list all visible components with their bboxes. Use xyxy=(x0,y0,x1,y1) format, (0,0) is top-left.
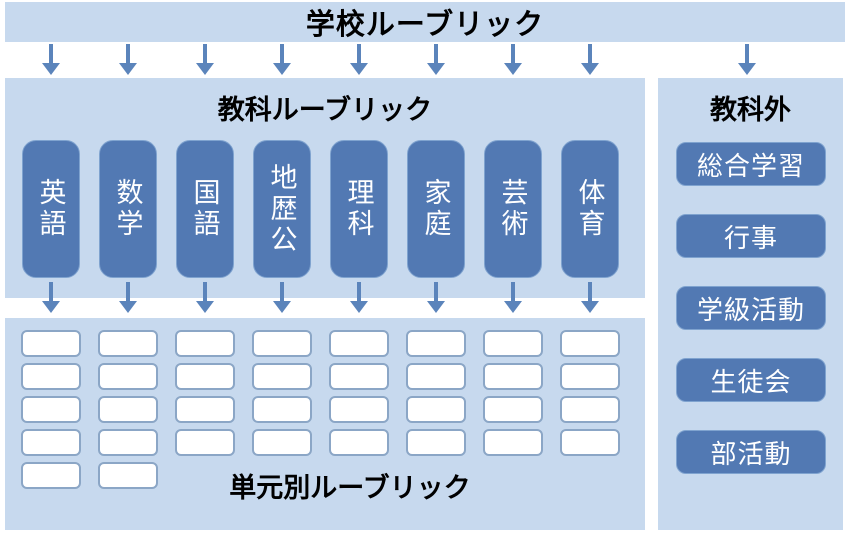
subject-box-home-ec: 家庭 xyxy=(407,140,465,278)
down-arrow xyxy=(273,44,291,75)
unit-box xyxy=(175,429,235,456)
unit-box xyxy=(252,363,312,390)
unit-box xyxy=(560,396,620,423)
unit-box xyxy=(560,429,620,456)
extra-box-integrated-learning: 総合学習 xyxy=(676,142,826,186)
unit-box xyxy=(406,396,466,423)
down-arrow xyxy=(350,44,368,75)
down-arrow xyxy=(581,282,599,313)
unit-box xyxy=(329,363,389,390)
unit-box xyxy=(483,363,543,390)
down-arrow xyxy=(738,44,756,75)
down-arrow xyxy=(504,44,522,75)
unit-box xyxy=(175,330,235,357)
unit-box xyxy=(483,330,543,357)
unit-box xyxy=(98,429,158,456)
unit-box xyxy=(560,363,620,390)
unit-box xyxy=(175,363,235,390)
unit-box xyxy=(98,396,158,423)
subject-box-science: 理科 xyxy=(330,140,388,278)
down-arrow xyxy=(427,44,445,75)
down-arrow xyxy=(119,44,137,75)
unit-box xyxy=(406,363,466,390)
subject-box-english: 英語 xyxy=(22,140,80,278)
extra-box-events: 行事 xyxy=(676,214,826,258)
school-rubric-title: 学校ルーブリック xyxy=(305,9,545,41)
down-arrow xyxy=(581,44,599,75)
unit-box xyxy=(98,330,158,357)
unit-box xyxy=(21,363,81,390)
unit-box xyxy=(21,396,81,423)
extra-box-class-activities: 学級活動 xyxy=(676,286,826,330)
down-arrow xyxy=(427,282,445,313)
down-arrow xyxy=(119,282,137,313)
unit-box xyxy=(21,429,81,456)
unit-box xyxy=(252,330,312,357)
down-arrow xyxy=(196,282,214,313)
unit-box xyxy=(252,429,312,456)
unit-box xyxy=(483,429,543,456)
unit-box xyxy=(329,330,389,357)
unit-box xyxy=(21,462,81,489)
unit-box xyxy=(175,396,235,423)
subject-box-art: 芸術 xyxy=(484,140,542,278)
subject-box-pe: 体育 xyxy=(561,140,619,278)
unit-rubric-title: 単元別ルーブリック xyxy=(229,473,471,503)
school-rubric-banner: 学校ルーブリック xyxy=(5,2,845,42)
unit-box xyxy=(406,429,466,456)
unit-box xyxy=(98,363,158,390)
extracurricular-title: 教科外 xyxy=(710,95,791,125)
subject-rubric-title: 教科ルーブリック xyxy=(217,95,433,125)
unit-box xyxy=(483,396,543,423)
subject-box-japanese: 国語 xyxy=(176,140,234,278)
subject-box-geohist: 地歴公 xyxy=(253,140,311,278)
down-arrow xyxy=(273,282,291,313)
unit-box xyxy=(329,396,389,423)
down-arrow xyxy=(196,44,214,75)
unit-box xyxy=(21,330,81,357)
unit-box xyxy=(329,429,389,456)
extra-box-student-council: 生徒会 xyxy=(676,358,826,402)
unit-box xyxy=(98,462,158,489)
unit-box xyxy=(252,396,312,423)
down-arrow xyxy=(504,282,522,313)
down-arrow xyxy=(42,44,60,75)
down-arrow xyxy=(350,282,368,313)
unit-box xyxy=(560,330,620,357)
down-arrow xyxy=(42,282,60,313)
extra-box-club-activities: 部活動 xyxy=(676,430,826,474)
unit-box xyxy=(406,330,466,357)
subject-box-math: 数学 xyxy=(99,140,157,278)
